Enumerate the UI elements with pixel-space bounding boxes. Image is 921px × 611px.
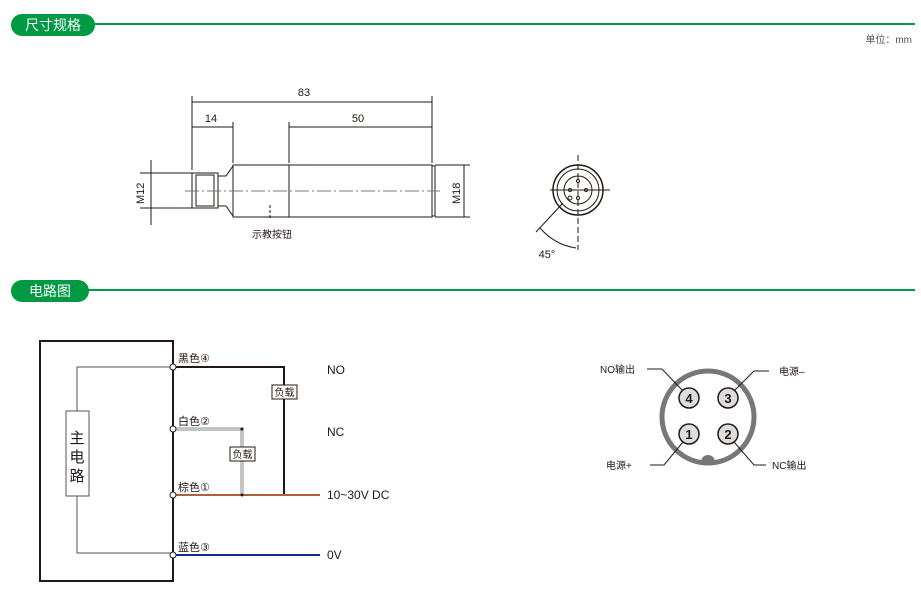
output-no-label: NO: [327, 363, 345, 377]
dim-connector-thread: M12: [135, 183, 147, 204]
pin3-label: 电源–: [779, 365, 805, 378]
zero-volt-label: 0V: [327, 548, 342, 562]
pin-1: 1: [685, 427, 692, 442]
connector-pinout: [647, 368, 769, 466]
unit-label: 单位：mm: [865, 33, 912, 46]
pin2-label: NC输出: [772, 459, 806, 472]
section-title: 尺寸规格: [25, 17, 81, 33]
sensor-side-view: [140, 96, 470, 225]
section-title: 电路图: [29, 283, 71, 299]
pin-3: 3: [724, 391, 731, 406]
wiring-diagram: [39, 340, 320, 582]
wire-blue-label: 蓝色③: [178, 540, 210, 554]
dim-body-thread: M18: [451, 183, 463, 204]
load-label: 负载: [233, 448, 253, 461]
angle-label: 45°: [539, 249, 556, 261]
wire-brown-label: 棕色①: [178, 480, 210, 494]
main-circuit-label: 主: [69, 430, 84, 447]
teach-button-label: 示教按钮: [252, 228, 292, 241]
load-label: 负载: [275, 386, 295, 399]
section-header-dimensions: 尺寸规格: [11, 14, 915, 36]
section-header-circuit: 电路图: [11, 280, 915, 302]
supply-label: 10~30V DC: [327, 488, 390, 502]
dim-connector-length: 14: [205, 113, 217, 125]
pin1-label: 电源+: [606, 459, 632, 472]
pin-4: 4: [685, 391, 693, 406]
dim-body-length: 50: [352, 113, 364, 125]
connector-end-view: [535, 155, 610, 250]
main-circuit-label: 电: [69, 449, 84, 466]
dim-overall-length: 83: [298, 87, 310, 99]
pin4-label: NO输出: [600, 363, 635, 376]
wire-black-label: 黑色④: [178, 351, 210, 365]
pin-2: 2: [724, 427, 731, 442]
main-circuit-label: 路: [69, 468, 84, 485]
output-nc-label: NC: [327, 425, 345, 439]
wire-white-label: 白色②: [178, 414, 210, 428]
